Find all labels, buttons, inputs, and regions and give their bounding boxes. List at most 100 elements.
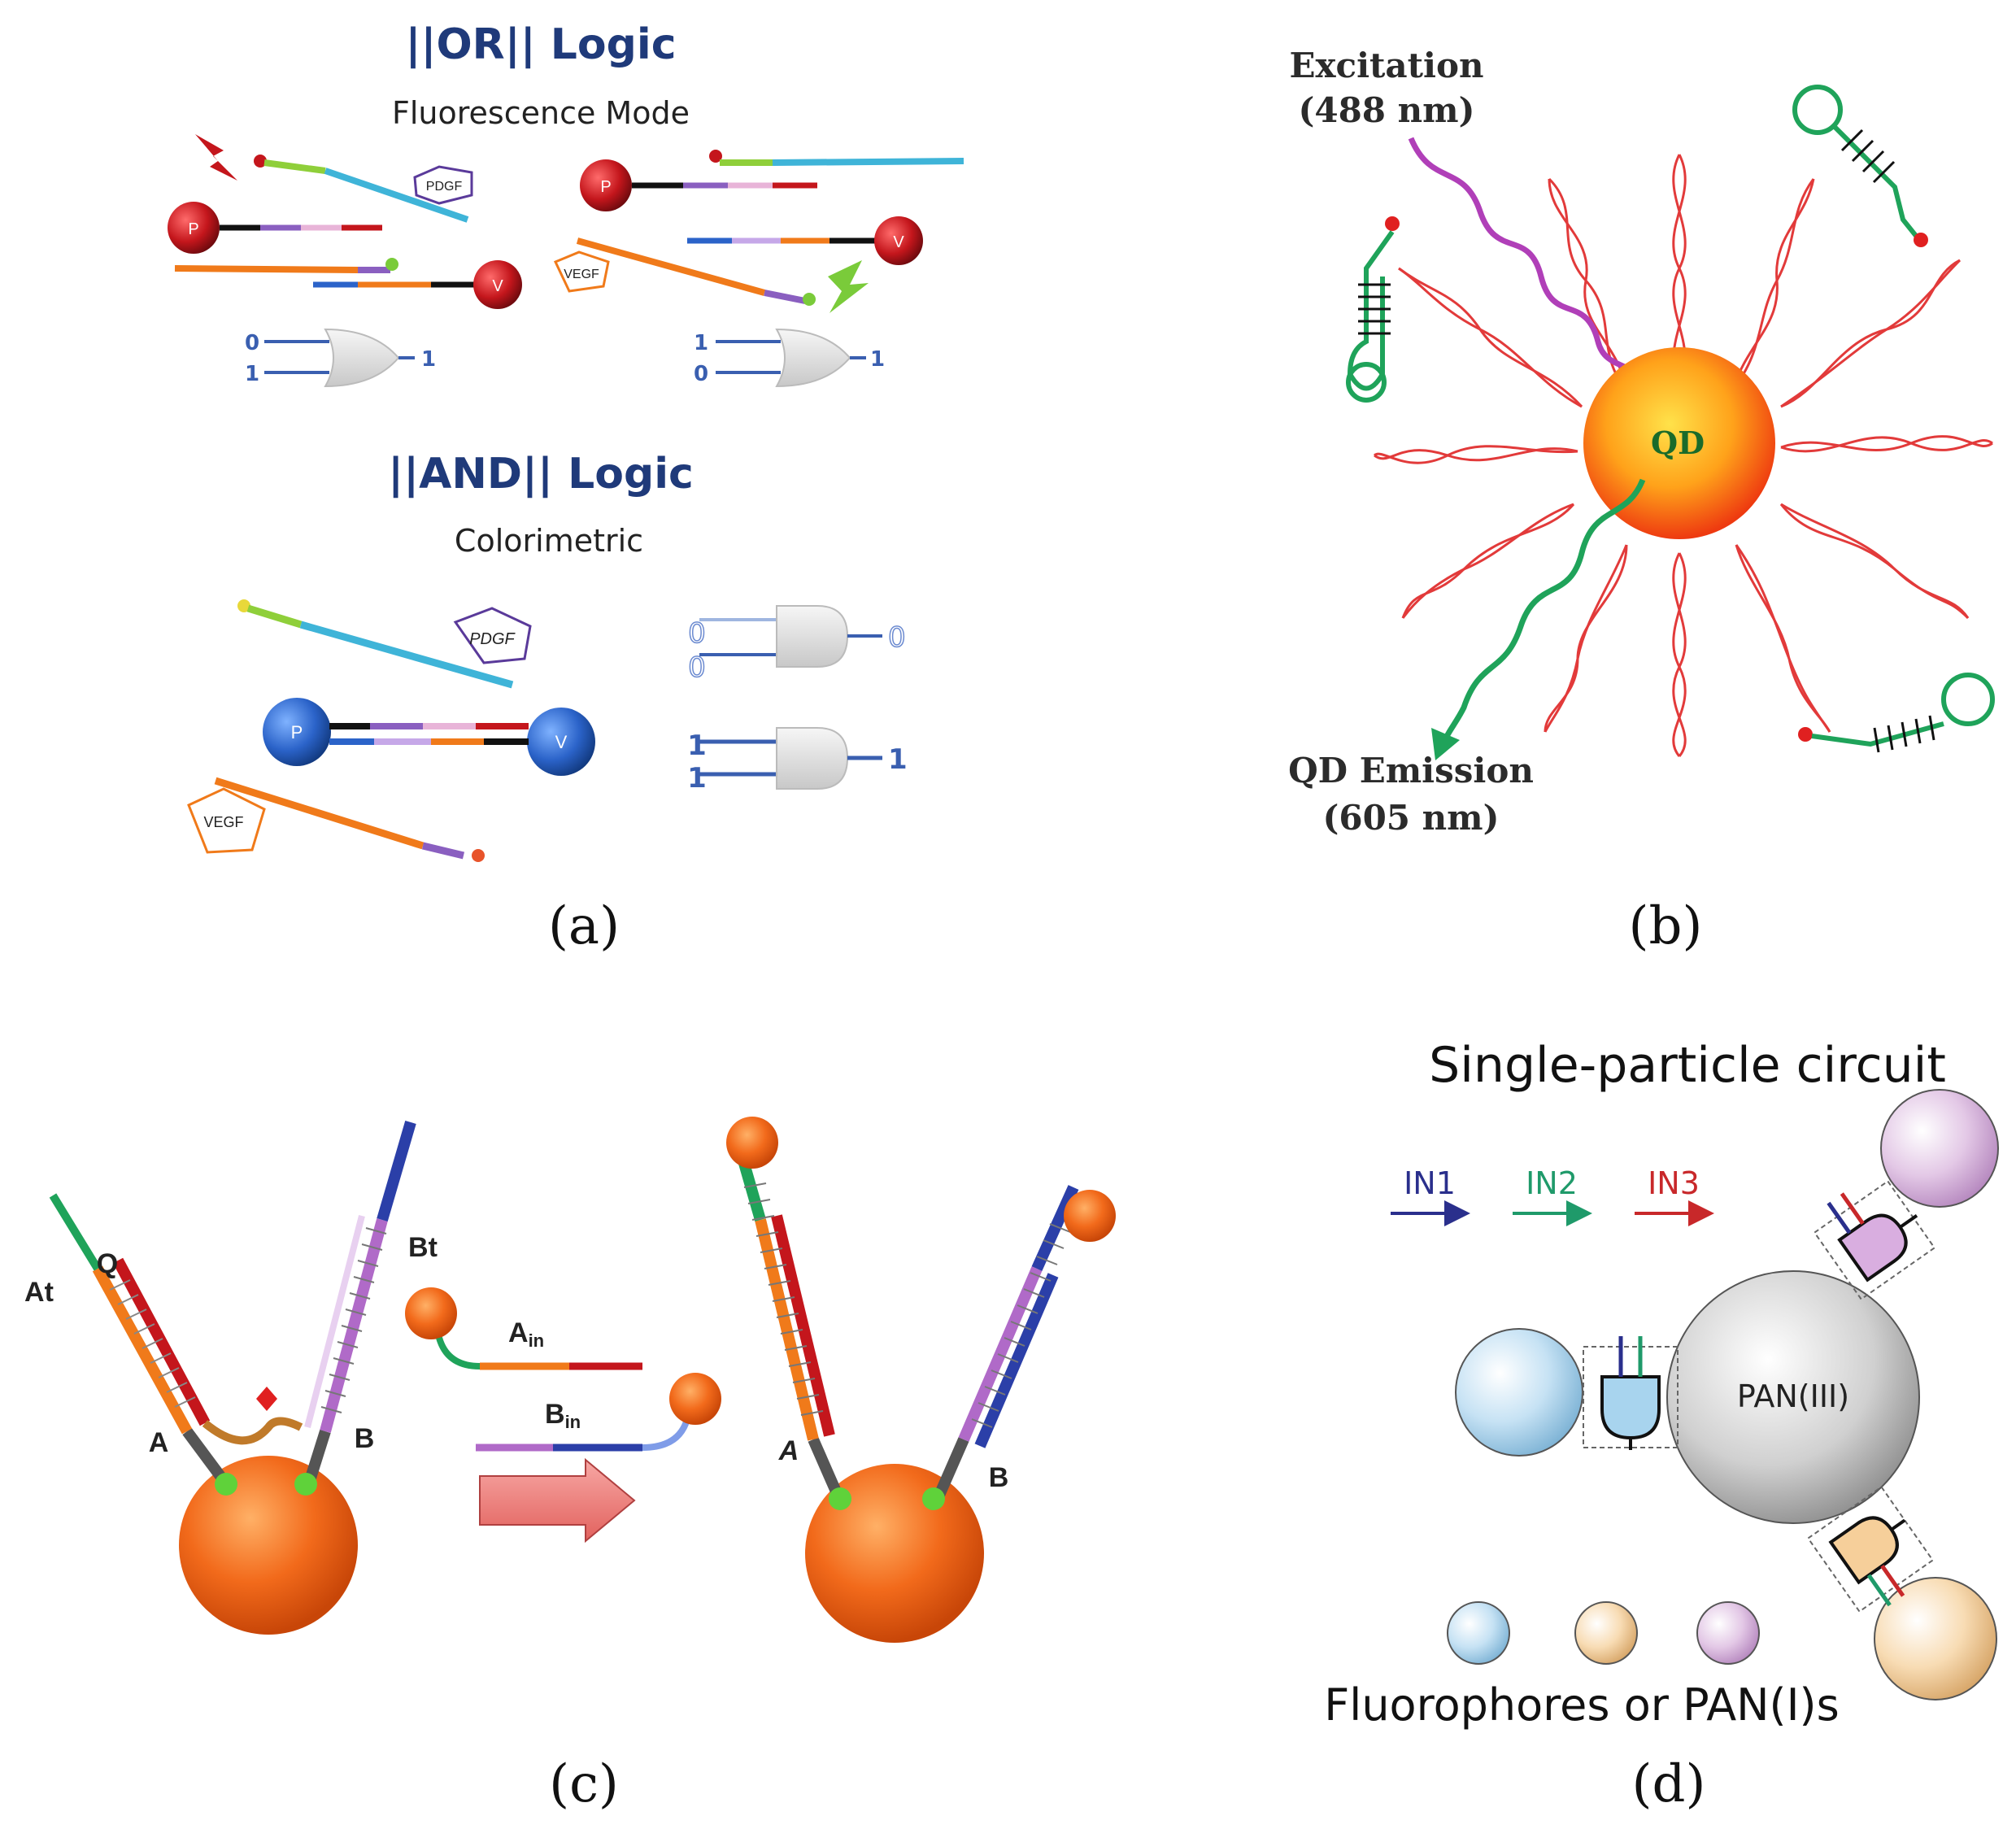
label-q: Q <box>97 1248 118 1279</box>
strand-b-right <box>958 1185 1116 1448</box>
or-gate-1-input-a: 0 <box>245 331 259 355</box>
blue-particle <box>1455 1328 1583 1457</box>
gate-purple <box>1813 1180 1936 1300</box>
hairpin-top-right <box>1792 85 1928 247</box>
caption-b: (b) <box>1629 896 1703 956</box>
and-logic-title: ||AND|| Logic <box>388 450 694 499</box>
small-orange-particle <box>1574 1601 1638 1665</box>
target-diamond <box>256 1387 277 1411</box>
hairpin-bottom-right <box>1798 673 1995 753</box>
or-logic-subtitle: Fluorescence Mode <box>392 95 690 131</box>
green-lightning-icon <box>828 260 869 313</box>
pdgf-aptamer-strand <box>263 159 326 174</box>
emission-wave <box>1440 478 1646 746</box>
vegf-strand-2 <box>576 237 766 296</box>
or-gate-2-body <box>775 328 851 388</box>
label-at: At <box>24 1277 54 1308</box>
pdgf-pentagon <box>413 165 473 205</box>
input-b-strand: Bin <box>476 1373 721 1452</box>
p-sphere-blue <box>263 698 331 766</box>
label-a-right: A <box>778 1435 799 1466</box>
or-gate-1-input-b: 1 <box>245 362 259 386</box>
label-b: B <box>355 1423 375 1454</box>
caption-a: (a) <box>548 896 620 956</box>
pdgf-label: PDGF <box>426 180 463 194</box>
lightning-icon <box>195 134 237 181</box>
small-purple-particle <box>1696 1601 1760 1665</box>
orange-spark <box>472 849 485 862</box>
and-gate-1-input-b: 0 <box>688 651 706 684</box>
v-sphere <box>473 260 522 309</box>
label-a: A <box>149 1427 169 1458</box>
or-gate-2-input-b: 0 <box>694 362 708 386</box>
and-gate-1: 0 0 0 <box>687 605 906 685</box>
gate-orange <box>1807 1486 1934 1613</box>
purple-particle <box>1880 1089 1999 1208</box>
circuit-title: Single-particle circuit <box>1429 1037 1946 1094</box>
and-gate-2-input-a: 1 <box>687 729 707 762</box>
qd-label: QD <box>1651 425 1705 461</box>
pdgf-label-and: PDGF <box>469 630 516 648</box>
pan3-label: PAN(III) <box>1737 1378 1849 1414</box>
vegf-strand-orange <box>174 265 359 273</box>
v-label-2: V <box>893 233 904 251</box>
vegf-label-2: VEGF <box>564 268 599 281</box>
hairpin-left <box>1346 216 1400 403</box>
in2-label: IN2 <box>1526 1165 1578 1201</box>
vegf-strand-2b <box>764 290 806 304</box>
label-bin-sub: in <box>565 1412 581 1432</box>
vegf-pentagon-and <box>187 787 266 854</box>
red-spark-2 <box>709 150 722 163</box>
emission-arrowhead <box>1431 728 1460 760</box>
fluorophores-label: Fluorophores or PAN(I)s <box>1324 1679 1840 1731</box>
gate-blue <box>1583 1336 1679 1450</box>
label-bt: Bt <box>408 1232 438 1263</box>
and-gate-2-output: 1 <box>888 743 908 776</box>
or-right-complex: P V VEGF <box>553 150 964 313</box>
and-gate-2-input-b: 1 <box>687 762 707 795</box>
and-logic-subtitle: Colorimetric <box>455 523 643 559</box>
v-sphere-blue <box>527 708 595 776</box>
dna-arms <box>1373 154 1993 757</box>
panel-a: ||OR|| Logic Fluorescence Mode PDGF P V <box>168 20 964 956</box>
strand-a-left <box>49 1193 303 1445</box>
small-blue-particle <box>1447 1601 1510 1665</box>
label-bin-main: B <box>545 1399 565 1430</box>
pan3-sphere <box>1666 1270 1920 1524</box>
p-label-blue: P <box>291 722 303 742</box>
vegf-pentagon-2 <box>553 250 610 293</box>
pdgf-strand-cyan-2 <box>772 158 964 166</box>
and-gate-1-output: 0 <box>888 621 906 654</box>
vegf-label-and: VEGF <box>203 814 243 830</box>
p-sphere-2 <box>580 159 632 211</box>
gold-nanoparticle-left <box>179 1456 358 1635</box>
caption-d: (d) <box>1632 1754 1706 1814</box>
yellow-spark <box>237 599 250 612</box>
input-a-strand: Ain <box>405 1287 642 1370</box>
or-gate-2: 1 0 1 <box>694 328 885 388</box>
or-gate-2-input-a: 1 <box>694 331 708 355</box>
caption-c: (c) <box>549 1754 619 1814</box>
or-gate-2-output: 1 <box>870 347 885 372</box>
green-spark <box>385 258 398 271</box>
p-sphere <box>168 202 220 254</box>
panel-c: At Q Bt A B Ain Bin <box>24 1117 1116 1814</box>
and-gate-2: 1 1 1 <box>687 727 908 795</box>
panel-d: Single-particle circuit IN1 IN2 IN3 PAN(… <box>1324 1037 1999 1814</box>
excitation-label: Excitation <box>1289 46 1483 85</box>
label-b-right: B <box>989 1462 1009 1493</box>
label-ain: Ain <box>508 1317 544 1351</box>
emission-wavelength: (605 nm) <box>1322 798 1499 838</box>
or-gate-1-output: 1 <box>421 347 436 372</box>
panel-b: Excitation (488 nm) <box>1288 46 1995 956</box>
orange-particle <box>1874 1577 1997 1700</box>
label-bin: Bin <box>545 1399 581 1432</box>
v-label: V <box>492 277 503 295</box>
strand-b-left <box>304 1121 416 1433</box>
p-label-2: P <box>600 178 611 196</box>
emission-label: QD Emission <box>1288 751 1534 790</box>
and-gate-1-body <box>776 605 849 668</box>
label-ain-sub: in <box>529 1330 545 1351</box>
excitation-wave <box>1408 137 1658 400</box>
strand-a-right <box>726 1117 835 1441</box>
